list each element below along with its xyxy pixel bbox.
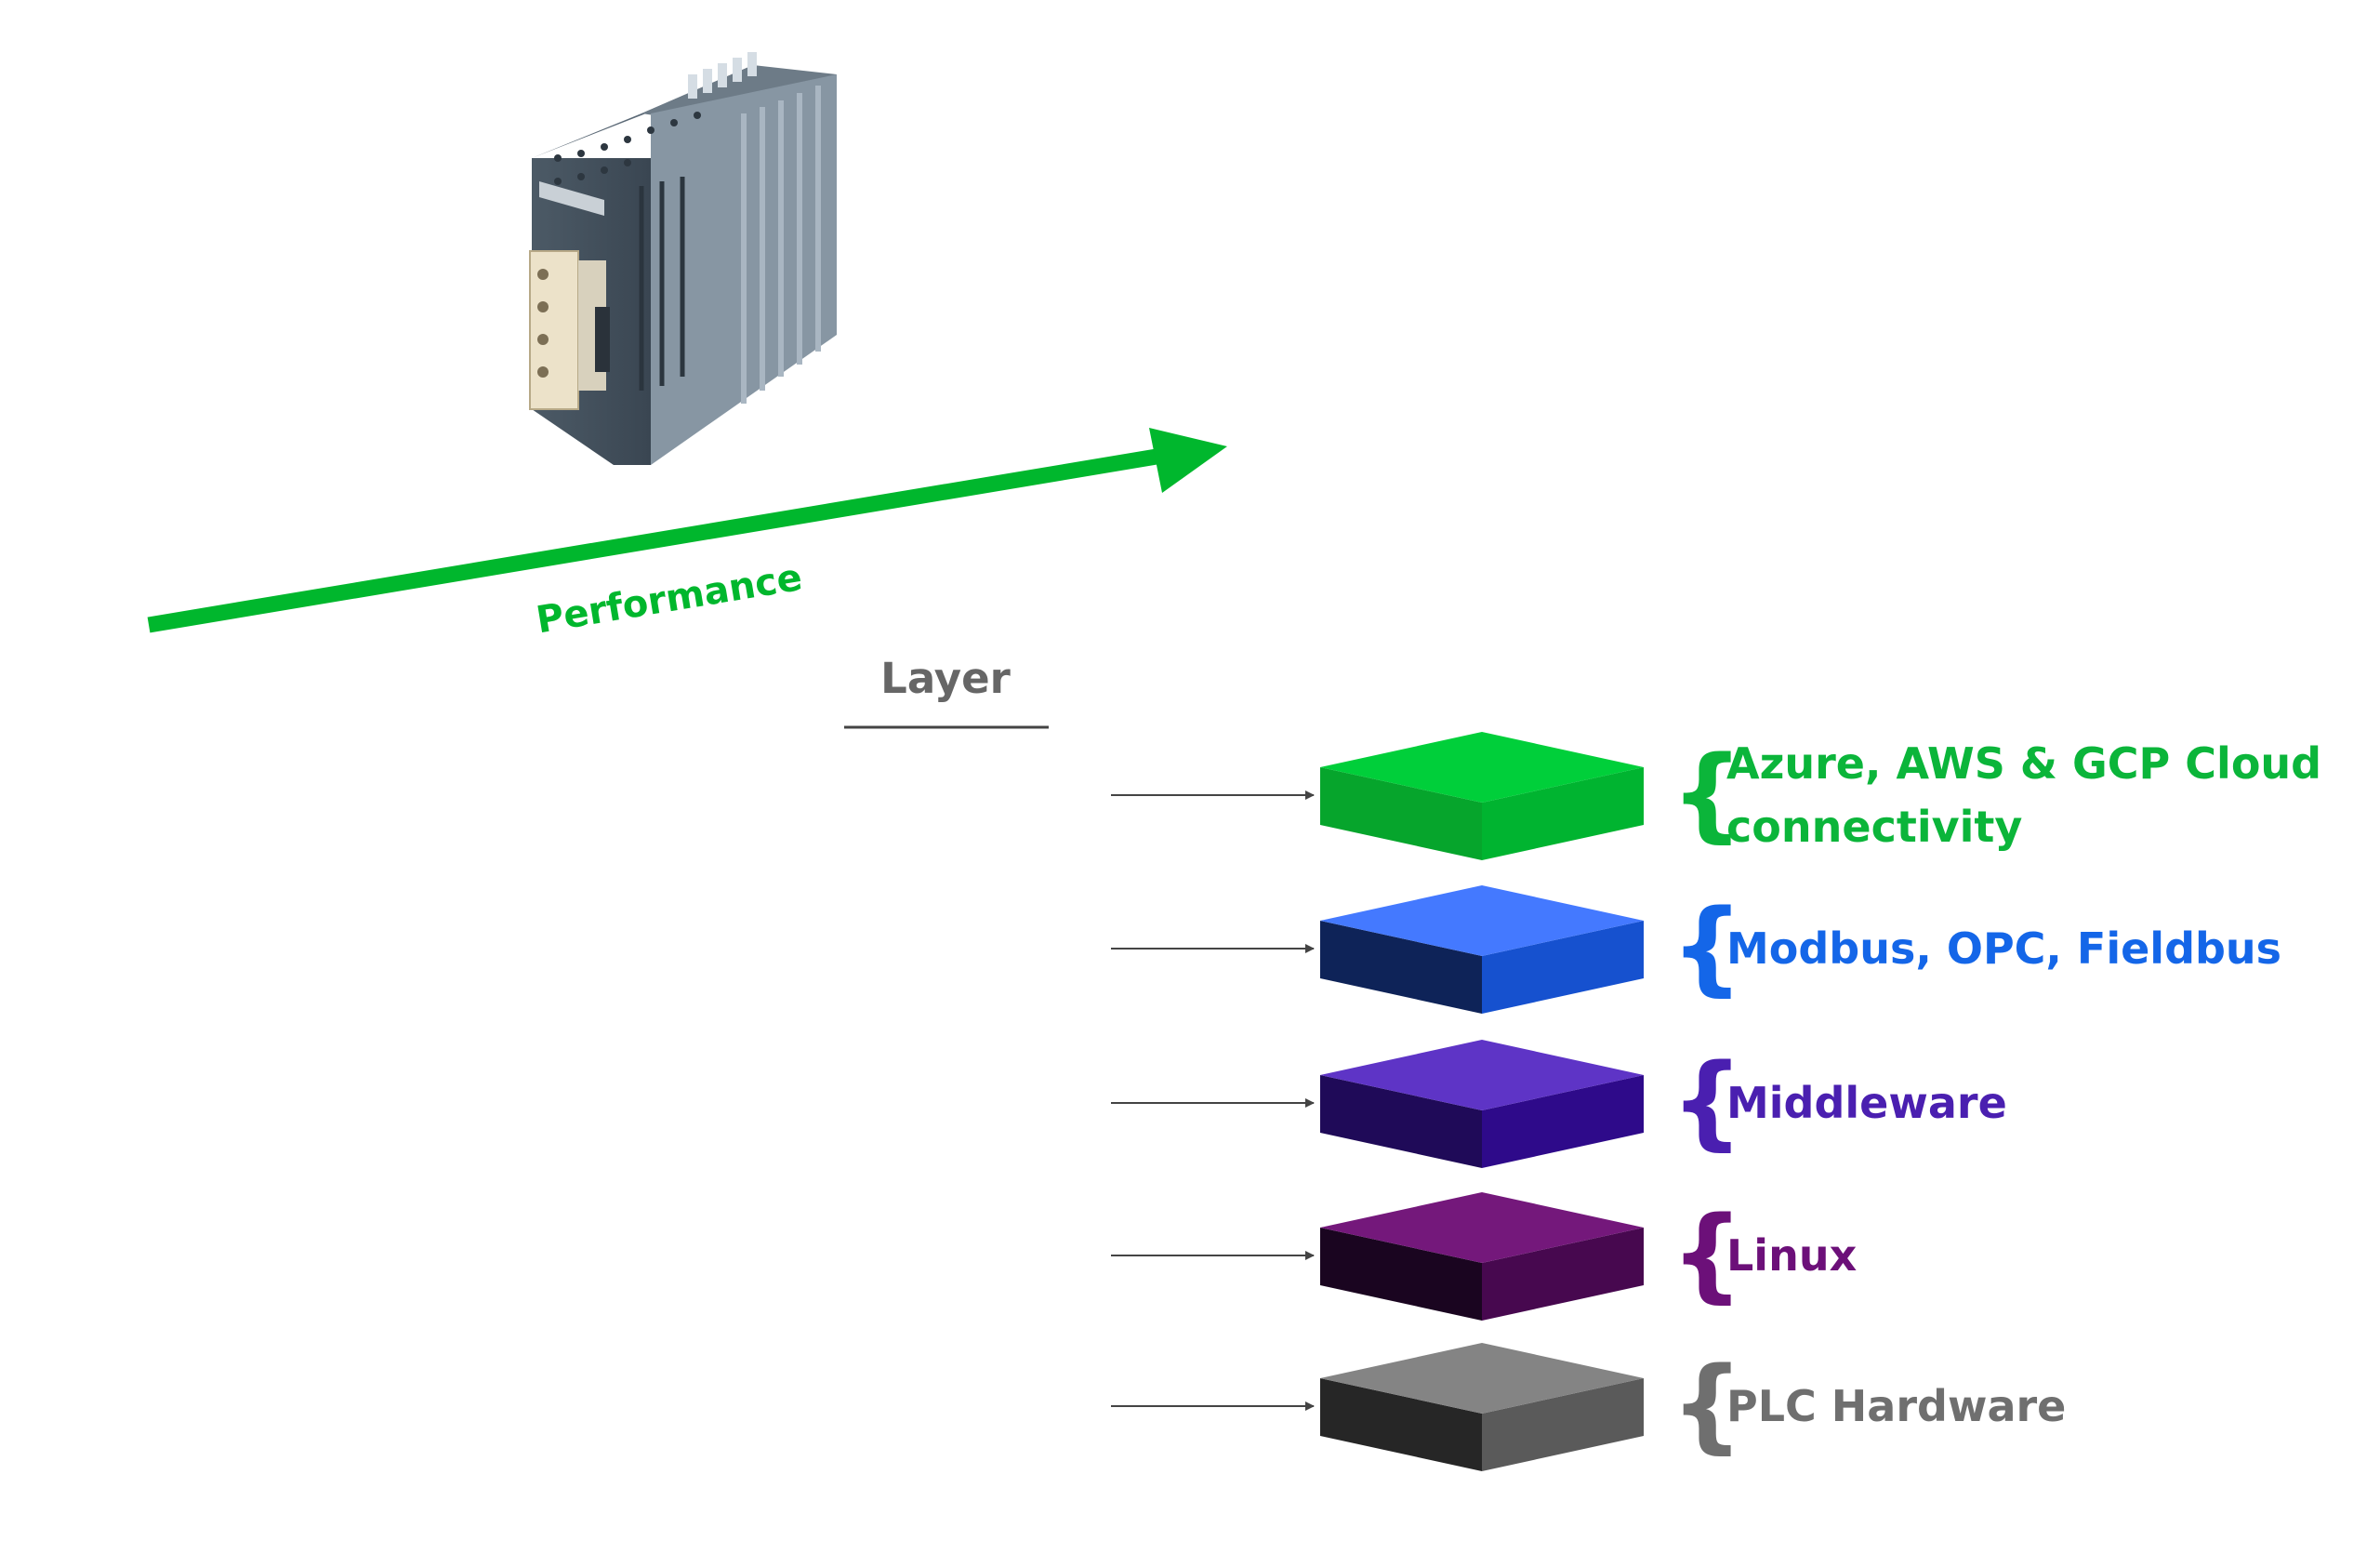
layer-brace: { (1671, 887, 1743, 1006)
slab-right-face (1482, 1228, 1644, 1321)
layer-linux: {Linux (1111, 1192, 1857, 1321)
layer-plc-hardware: {PLC Hardware (1111, 1343, 2066, 1471)
slab-left-face (1320, 1075, 1482, 1168)
layer-middleware: {Middleware (1111, 1040, 2007, 1168)
slab-top-face (1320, 1343, 1644, 1414)
slab-right-face (1482, 921, 1644, 1014)
slab-right-face (1482, 1075, 1644, 1168)
slab-right-face (1482, 1378, 1644, 1471)
layer-brace: { (1671, 1042, 1743, 1161)
layer-brace: { (1671, 1194, 1743, 1313)
slab-top-face (1320, 1040, 1644, 1110)
plc-device-icon (529, 52, 837, 465)
slab-top-face (1320, 732, 1644, 803)
slab-left-face (1320, 767, 1482, 860)
layer-header: Layer (844, 654, 1049, 729)
layer-label: PLC Hardware (1726, 1381, 2066, 1431)
layer-label: Modbus, OPC, Fieldbus (1726, 923, 2281, 974)
slab-left-face (1320, 1228, 1482, 1321)
layer-brace: { (1671, 734, 1743, 853)
slab-left-face (1320, 921, 1482, 1014)
slab-right-face (1482, 767, 1644, 860)
layer-label: Linux (1726, 1230, 1857, 1281)
layer-label: Middleware (1726, 1078, 2007, 1128)
layer-cloud: {Azure, AWS & GCP Cloud connectivity (1111, 732, 2321, 860)
performance-arrow: Performance (147, 428, 1227, 643)
layer-label: connectivity (1726, 802, 2022, 852)
performance-label: Performance (534, 556, 805, 643)
layer-label: Azure, AWS & GCP Cloud (1726, 738, 2321, 789)
layer-brace: { (1671, 1345, 1743, 1464)
layer-stack: {Azure, AWS & GCP Cloudconnectivity{Modb… (1111, 732, 2321, 1471)
layer-protocols: {Modbus, OPC, Fieldbus (1111, 885, 2281, 1014)
slab-top-face (1320, 885, 1644, 956)
slab-top-face (1320, 1192, 1644, 1263)
slab-left-face (1320, 1378, 1482, 1471)
layer-header-label: Layer (880, 654, 1012, 703)
